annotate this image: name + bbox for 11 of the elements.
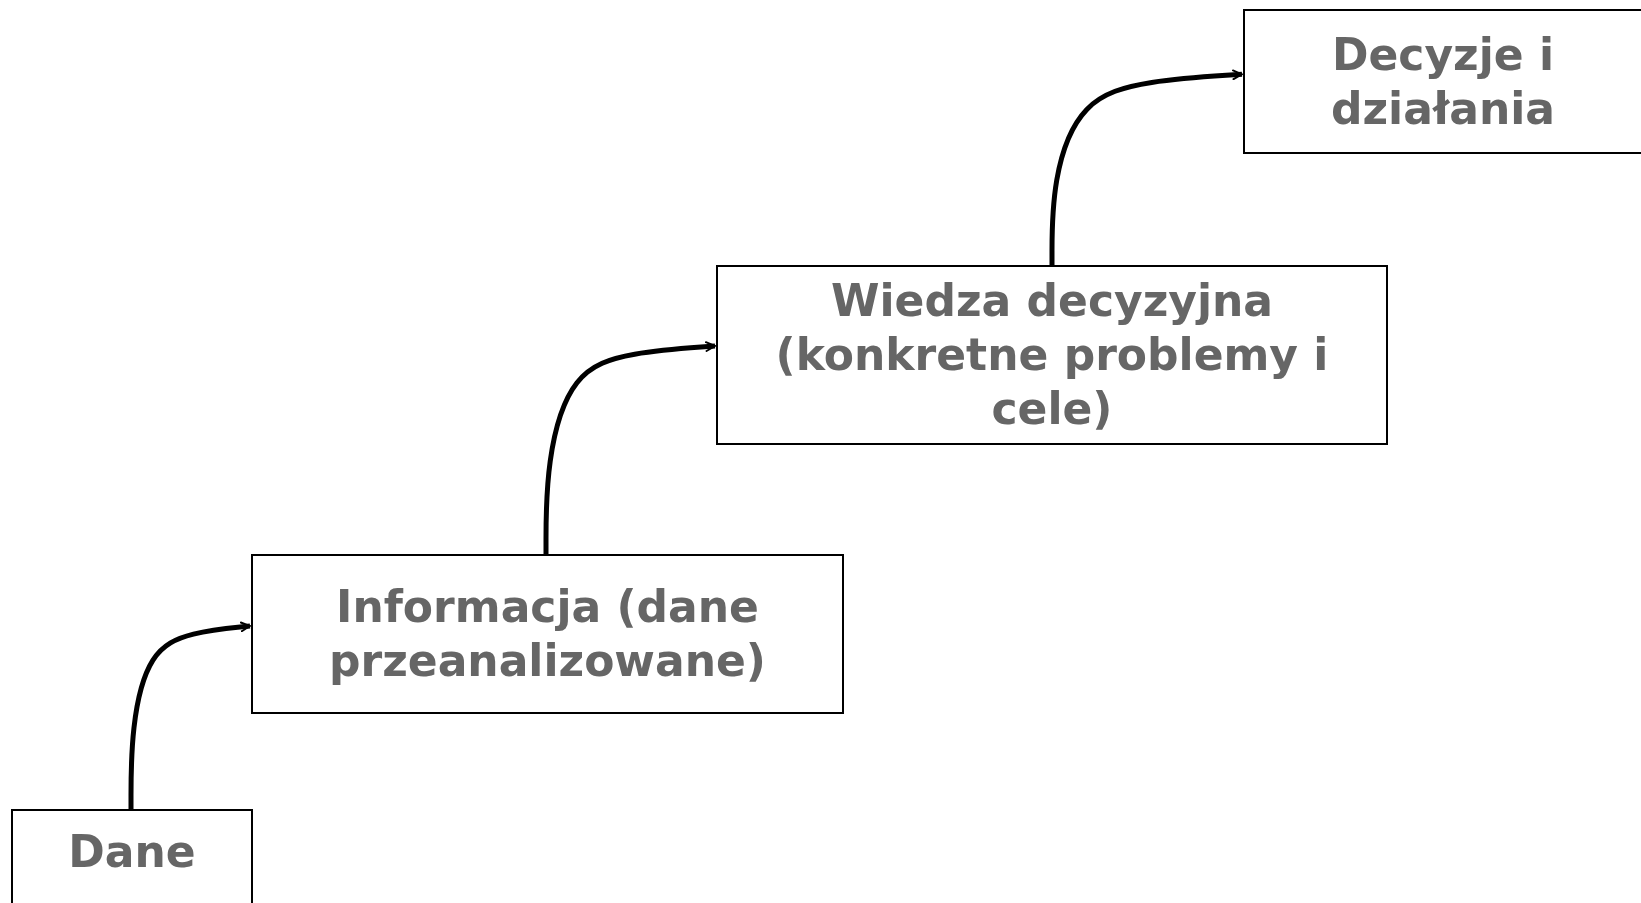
box-label: Decyzje i działania — [1330, 27, 1556, 136]
process-box — [716, 265, 1388, 445]
curved-arrow — [1049, 69, 1243, 265]
process-box — [251, 554, 844, 714]
process-box — [1243, 9, 1641, 154]
box-label: Dane — [68, 825, 196, 879]
curved-arrow — [543, 341, 716, 554]
box-label: Wiedza decyzyjna (konkretne problemy i cele) — [774, 274, 1330, 436]
process-box — [11, 809, 253, 903]
curved-arrow — [128, 621, 251, 809]
box-label: Informacja (dane przeanalizowane) — [328, 580, 767, 688]
